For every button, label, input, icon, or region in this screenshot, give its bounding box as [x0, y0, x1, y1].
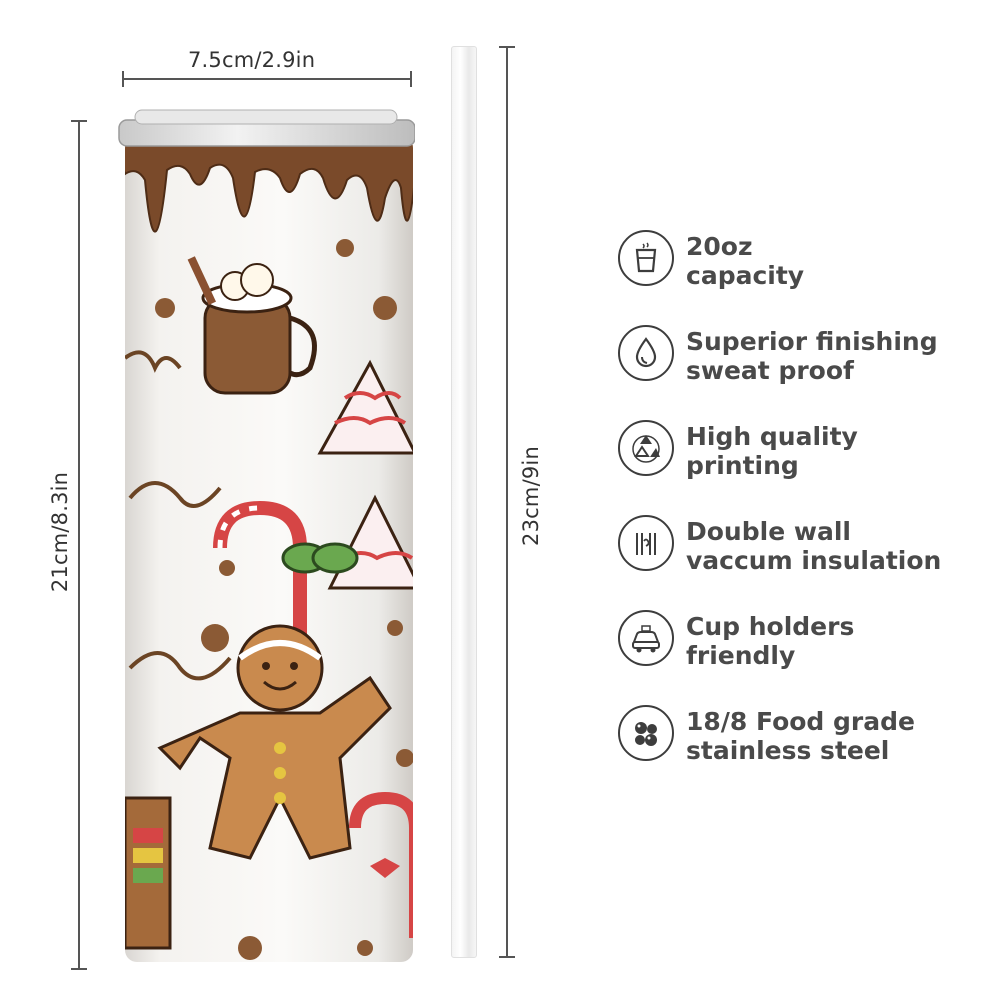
straw-label: 23cm/9in [519, 446, 543, 546]
feature-line1: Double wall [686, 517, 851, 546]
feature-stainless-steel: 18/8 Food grade stainless steel [618, 705, 988, 775]
feature-sweat-proof: Superior finishing sweat proof [618, 325, 988, 395]
car-icon [618, 610, 674, 666]
feature-printing: High quality printing [618, 420, 988, 490]
tumbler-illustration [118, 109, 416, 962]
feature-insulation: Double wall vaccum insulation [618, 515, 988, 585]
feature-line1: Superior finishing [686, 327, 938, 356]
feature-line2: stainless steel [686, 736, 890, 765]
feature-line1: 20oz [686, 232, 753, 261]
feature-text: 18/8 Food grade stainless steel [686, 707, 915, 765]
recycle-print-icon [618, 420, 674, 476]
feature-line1: Cup holders [686, 612, 855, 641]
feature-line1: 18/8 Food grade [686, 707, 915, 736]
feature-cup-holders: Cup holders friendly [618, 610, 988, 680]
feature-text: Double wall vaccum insulation [686, 517, 941, 575]
tumbler-image [115, 108, 416, 968]
feature-text: Cup holders friendly [686, 612, 854, 670]
feature-line2: printing [686, 451, 799, 480]
feature-line2: friendly [686, 641, 796, 670]
feature-text: Superior finishing sweat proof [686, 327, 938, 385]
height-label: 21cm/8.3in [48, 471, 72, 593]
double-wall-icon [618, 515, 674, 571]
feature-capacity: 20oz capacity [618, 230, 988, 300]
cup-capacity-icon [618, 230, 674, 286]
feature-line2: capacity [686, 261, 805, 290]
feature-line1: High quality [686, 422, 858, 451]
straw-image [451, 46, 477, 958]
feature-text: 20oz capacity [686, 232, 804, 290]
steel-balls-icon [618, 705, 674, 761]
width-label: 7.5cm/2.9in [188, 48, 316, 72]
water-drop-icon [618, 325, 674, 381]
feature-text: High quality printing [686, 422, 858, 480]
feature-line2: vaccum insulation [686, 546, 942, 575]
feature-line2: sweat proof [686, 356, 854, 385]
